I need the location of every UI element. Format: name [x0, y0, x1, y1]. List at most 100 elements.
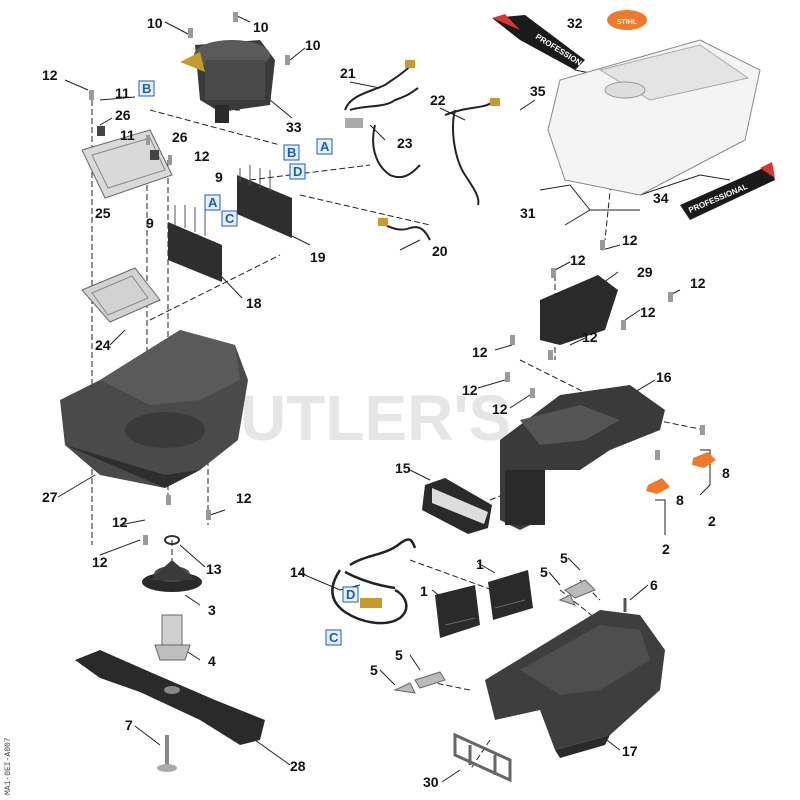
hood-31 — [547, 39, 761, 196]
connector-21 — [405, 60, 415, 68]
callout-12: 12 — [236, 490, 252, 506]
svg-text:B: B — [287, 145, 296, 160]
callout-20: 20 — [432, 243, 448, 259]
callout-14: 14 — [290, 564, 306, 580]
reference-boxes: B A B D A C D C — [138, 80, 359, 646]
battery-1-back — [488, 570, 533, 620]
callout-34: 34 — [653, 190, 669, 206]
callout-6: 6 — [650, 577, 658, 593]
clip-8-upper — [692, 452, 716, 468]
callout-8: 8 — [676, 492, 684, 508]
callout-26: 26 — [172, 129, 188, 145]
callout-19: 19 — [310, 249, 326, 265]
svg-text:C: C — [225, 211, 235, 226]
ref-box-a: A — [204, 194, 221, 211]
cover-29 — [540, 275, 618, 345]
callout-10: 10 — [253, 19, 269, 35]
callout-9: 9 — [215, 169, 223, 185]
callout-35: 35 — [530, 83, 546, 99]
callout-5: 5 — [540, 564, 548, 580]
clip-5-a — [564, 579, 596, 599]
holder-24 — [81, 267, 161, 323]
callout-12: 12 — [92, 554, 108, 570]
callout-8: 8 — [722, 465, 730, 481]
callout-11: 11 — [120, 127, 135, 143]
wiring-harness-14 — [331, 538, 417, 625]
callout-27: 27 — [42, 489, 58, 505]
callout-5: 5 — [560, 550, 568, 566]
callout-10: 10 — [305, 37, 321, 53]
svg-text:C: C — [329, 630, 339, 645]
bracket-25 — [81, 129, 173, 199]
ref-box-c: C — [221, 210, 238, 227]
housing-27 — [60, 330, 248, 488]
callout-numbers: 10 10 10 12 11 26 11 26 12 25 9 9 21 23 … — [42, 15, 730, 790]
grille-15 — [422, 478, 492, 534]
ring-13 — [164, 535, 180, 545]
callout-12: 12 — [690, 275, 706, 291]
svg-text:D: D — [293, 164, 302, 179]
harness-connector — [360, 598, 382, 608]
callout-32: 32 — [567, 15, 583, 31]
svg-text:A: A — [320, 139, 330, 154]
blade-28 — [75, 650, 265, 745]
callout-1: 1 — [420, 583, 428, 599]
callout-5: 5 — [370, 662, 378, 678]
callout-12: 12 — [582, 329, 598, 345]
callout-16: 16 — [656, 369, 672, 385]
callout-26: 26 — [115, 107, 131, 123]
clip-5-d — [393, 682, 416, 694]
clip-5-b — [558, 594, 576, 606]
base-17 — [485, 610, 665, 758]
svg-text:STIHL: STIHL — [617, 19, 638, 26]
callout-33: 33 — [286, 119, 302, 135]
callout-12: 12 — [472, 344, 488, 360]
callout-13: 13 — [206, 561, 222, 577]
fan-3 — [142, 560, 202, 592]
svg-text:A: A — [208, 195, 218, 210]
ref-box-d: D — [342, 586, 359, 603]
ref-box-b: B — [138, 80, 155, 97]
callout-2: 2 — [708, 513, 716, 529]
bolt-7 — [157, 735, 177, 772]
ref-box-a: A — [316, 138, 333, 155]
callout-29: 29 — [637, 264, 653, 280]
cables — [344, 65, 496, 241]
callout-30: 30 — [423, 774, 439, 790]
callout-2: 2 — [662, 541, 670, 557]
callout-7: 7 — [125, 717, 133, 733]
callout-18: 18 — [246, 295, 262, 311]
callout-10: 10 — [147, 15, 163, 31]
callout-5: 5 — [395, 647, 403, 663]
callout-12: 12 — [42, 67, 58, 83]
connector-23 — [345, 118, 363, 128]
callout-28: 28 — [290, 758, 306, 774]
clip-5-c — [414, 671, 446, 689]
screws-12 — [89, 12, 705, 545]
stihl-badge-32: STIHL — [607, 10, 647, 30]
bracket-30 — [453, 732, 512, 783]
ref-box-c: C — [325, 629, 342, 646]
circuit-board-18 — [168, 205, 222, 282]
svg-text:D: D — [346, 587, 355, 602]
callout-12: 12 — [492, 401, 508, 417]
callout-12: 12 — [462, 382, 478, 398]
callout-24: 24 — [95, 337, 111, 353]
callout-12: 12 — [194, 148, 210, 164]
callout-12: 12 — [622, 232, 638, 248]
callout-25: 25 — [95, 205, 111, 221]
shaft-4 — [154, 614, 191, 661]
callout-23: 23 — [397, 135, 413, 151]
callout-12: 12 — [640, 304, 656, 320]
callout-1: 1 — [476, 556, 484, 572]
chassis-16 — [500, 385, 665, 530]
callout-22: 22 — [430, 92, 446, 108]
motor-33 — [180, 40, 275, 123]
clip-26-left — [97, 126, 105, 136]
callout-15: 15 — [395, 460, 411, 476]
side-code: MA1-0EI-A007 — [4, 737, 13, 795]
clip-26-right — [150, 150, 159, 160]
callout-11: 11 — [115, 85, 130, 101]
connector-22 — [490, 98, 500, 106]
